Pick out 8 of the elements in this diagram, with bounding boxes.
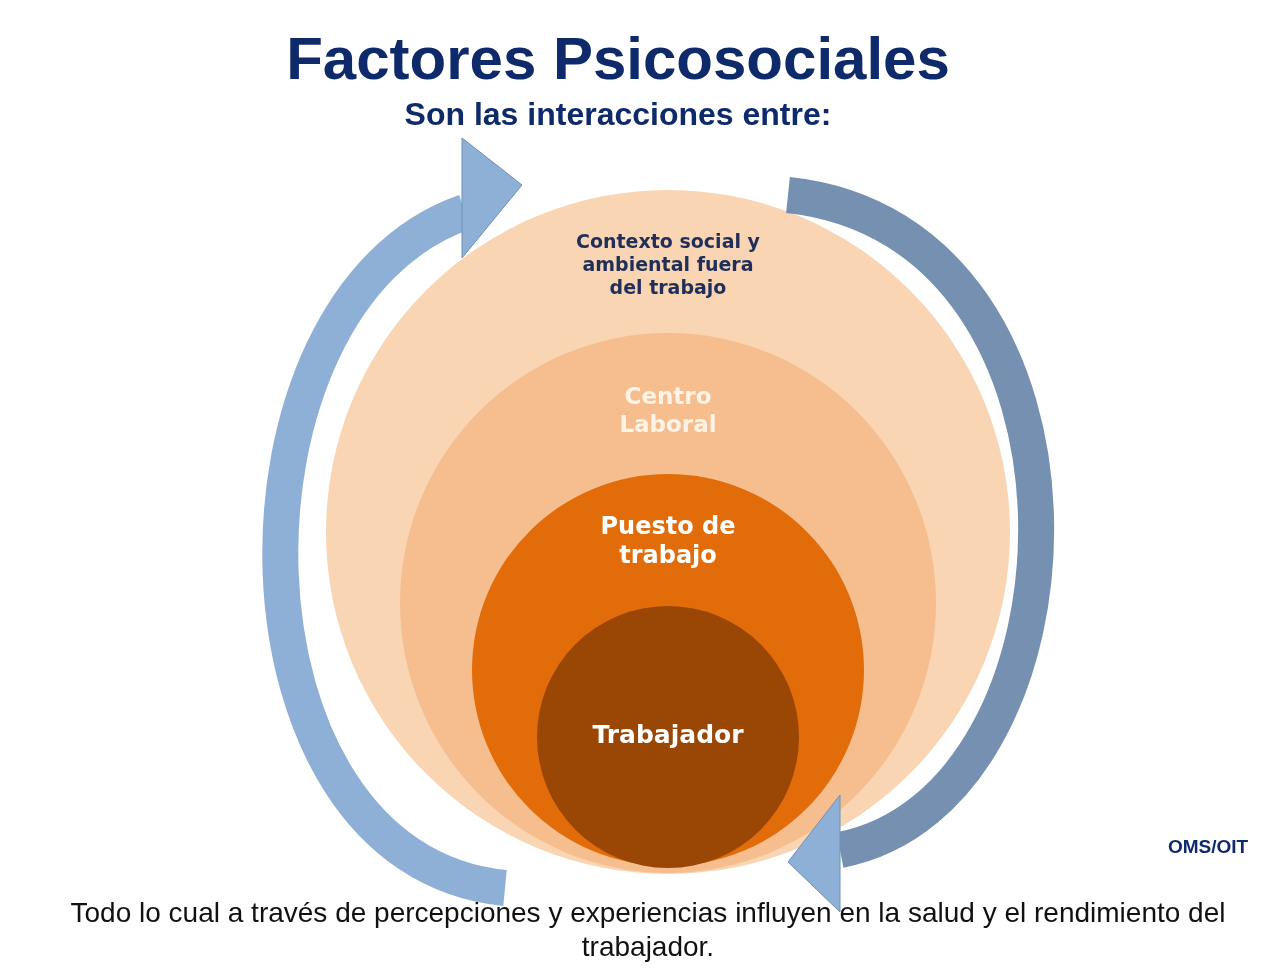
subtitle: Son las interacciones entre: [403,96,833,133]
circle-label: Centro Laboral [618,383,718,439]
title: Factores Psicosociales [285,24,951,93]
circle-label: Contexto social y ambiental fuera del trabajo [575,230,761,299]
caption: Todo lo cual a través de percepciones y experiencias influyen en la salud y el rendimiento del trabajador. [69,896,1227,964]
circle-label: Trabajador [592,720,744,750]
circle-label: Puesto de trabajo [599,512,737,570]
source-note: OMS/OIT [1168,836,1249,858]
